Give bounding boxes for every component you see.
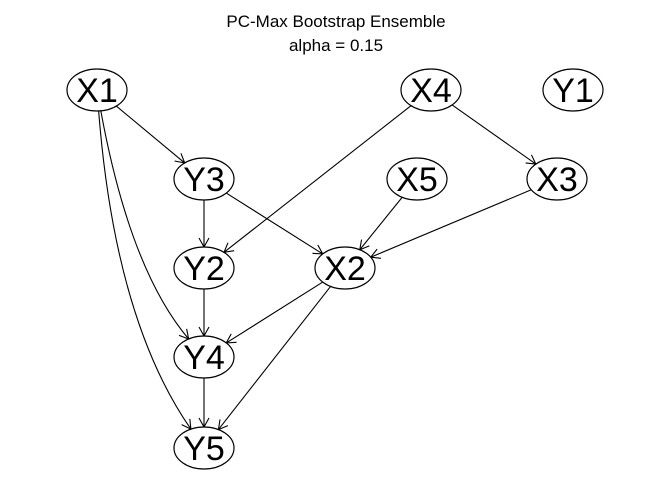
edge-x1-to-y4 (100, 110, 190, 340)
graph-title: PC-Max Bootstrap Ensemble (226, 12, 445, 31)
edge-x2-to-y5 (217, 286, 332, 431)
node-y4: Y4 (173, 335, 235, 379)
node-ellipse (66, 68, 128, 112)
edge-x4-to-x3 (451, 104, 537, 165)
node-label: Y1 (552, 72, 594, 110)
node-label: Y2 (183, 250, 225, 288)
node-ellipse (173, 246, 235, 290)
node-label: X4 (410, 72, 452, 110)
edge-x4-to-y2 (223, 105, 412, 254)
node-label: Y5 (183, 430, 225, 468)
node-ellipse (526, 157, 588, 201)
node-ellipse (173, 335, 235, 379)
node-label: X1 (76, 72, 118, 110)
node-ellipse (173, 157, 235, 201)
node-x2: X2 (314, 246, 376, 290)
node-label: X2 (324, 250, 366, 288)
node-x5: X5 (386, 157, 448, 201)
graph-subtitle: alpha = 0.15 (289, 36, 383, 55)
node-x1: X1 (66, 68, 128, 112)
node-x4: X4 (400, 68, 462, 112)
edge-x5-to-x2 (359, 196, 403, 251)
node-y1: Y1 (542, 68, 604, 112)
node-label: Y3 (183, 161, 225, 199)
node-ellipse (173, 426, 235, 470)
node-x3: X3 (526, 157, 588, 201)
edge-x3-to-x2 (369, 189, 532, 259)
node-ellipse (314, 246, 376, 290)
node-label: X5 (396, 161, 438, 199)
node-y3: Y3 (173, 157, 235, 201)
edge-x1-to-y3 (115, 105, 186, 164)
node-y2: Y2 (173, 246, 235, 290)
node-ellipse (542, 68, 604, 112)
node-ellipse (386, 157, 448, 201)
node-ellipse (400, 68, 462, 112)
edge-x2-to-y4 (225, 281, 324, 344)
edges-layer (98, 104, 537, 431)
node-y5: Y5 (173, 426, 235, 470)
node-label: Y4 (183, 339, 225, 377)
edge-y3-to-x2 (225, 192, 324, 255)
node-label: X3 (536, 161, 578, 199)
edge-x1-to-y5 (98, 110, 192, 431)
